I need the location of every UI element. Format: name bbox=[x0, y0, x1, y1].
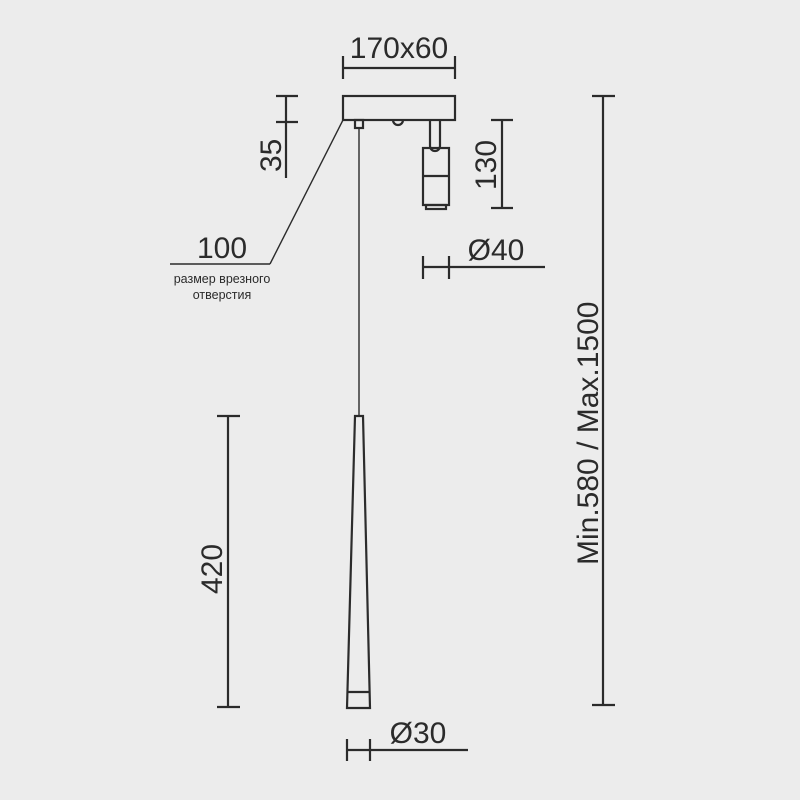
canopy-height-dimension: 35 bbox=[255, 94, 298, 178]
spotlight-height-dimension: 130 bbox=[470, 118, 513, 210]
pendant-diameter-label: Ø30 bbox=[390, 717, 447, 750]
total-height-dimension: Min.580 / Max.1500 bbox=[572, 94, 615, 707]
canopy-width-dimension: 170x60 bbox=[341, 32, 457, 79]
total-height-label: Min.580 / Max.1500 bbox=[572, 302, 605, 565]
pendant-length-dimension: 420 bbox=[196, 414, 240, 709]
pendant-length-label: 420 bbox=[196, 544, 229, 594]
canopy-height-label: 35 bbox=[255, 139, 288, 172]
spotlight-height-label: 130 bbox=[470, 140, 503, 190]
canopy-size-label: 170x60 bbox=[350, 32, 448, 65]
canopy bbox=[341, 94, 457, 211]
spotlight-diameter-dimension: Ø40 bbox=[421, 234, 545, 279]
pendant-diameter-dimension: Ø30 bbox=[345, 717, 468, 761]
spotlight-diameter-label: Ø40 bbox=[468, 234, 525, 267]
pendant-shade bbox=[345, 414, 372, 710]
cutout-caption-line1: размер врезного bbox=[174, 272, 271, 286]
cutout-diameter-label: 100 bbox=[197, 232, 247, 265]
cutout-leader: 100 размер врезного отверстия bbox=[170, 119, 344, 302]
cutout-caption-line2: отверстия bbox=[193, 288, 252, 302]
